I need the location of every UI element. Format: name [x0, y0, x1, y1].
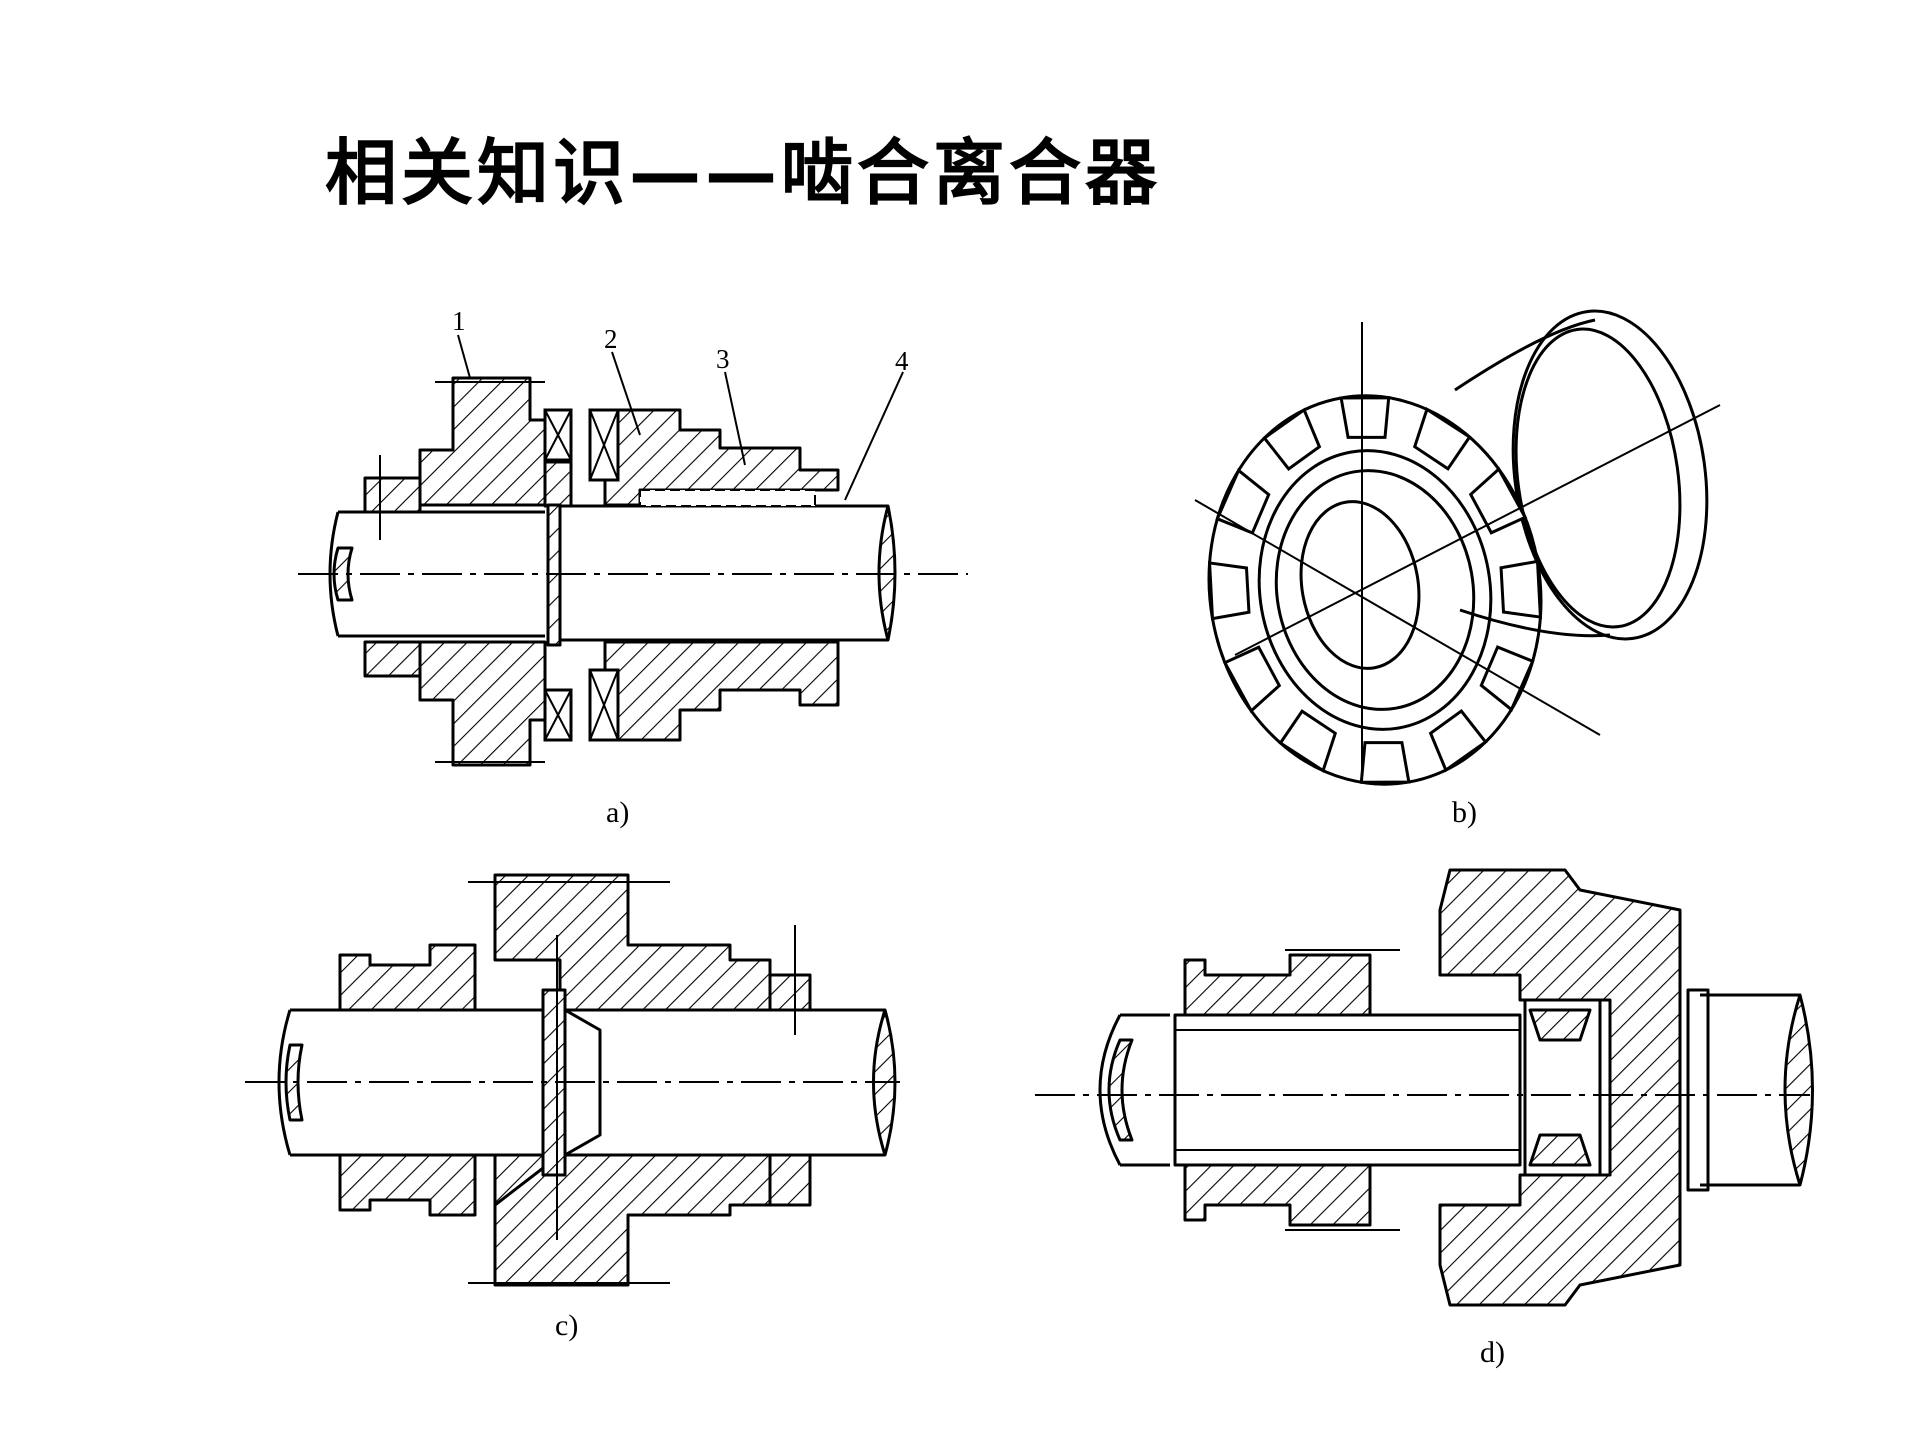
figure-d-clutch-section: d) — [1035, 868, 1814, 1369]
figure-a-jaw-clutch-section: 1 2 3 4 a) — [298, 306, 968, 829]
jaw-tooth — [1499, 559, 1543, 619]
figure-b-jaw-disk-3d: b) — [1194, 309, 1721, 829]
jaw-tooth — [1207, 561, 1251, 621]
jaw-teeth-ring — [1207, 396, 1543, 784]
part-label-4: 4 — [895, 346, 909, 376]
jaw-tooth — [1468, 466, 1528, 535]
jaw-tooth — [1428, 709, 1488, 773]
caption-c: c) — [555, 1309, 578, 1342]
caption-d: d) — [1480, 1336, 1505, 1369]
part-label-3: 3 — [716, 344, 730, 374]
jaw-tooth — [1215, 468, 1271, 535]
caption-a: a) — [606, 796, 629, 829]
part-label-1: 1 — [452, 306, 466, 336]
jaw-tooth — [1278, 709, 1338, 773]
figure-c-clutch-section: c) — [245, 873, 900, 1342]
slide-title: 相关知识——啮合离合器 — [325, 131, 1162, 215]
jaw-tooth — [1222, 645, 1282, 714]
jaw-tooth — [1479, 645, 1535, 712]
jaw-tooth — [1262, 407, 1322, 471]
jaw-tooth — [1339, 396, 1391, 439]
jaw-tooth — [1412, 407, 1472, 471]
jaw-tooth — [1359, 741, 1411, 784]
caption-b: b) — [1452, 796, 1477, 829]
part-label-2: 2 — [604, 324, 618, 354]
